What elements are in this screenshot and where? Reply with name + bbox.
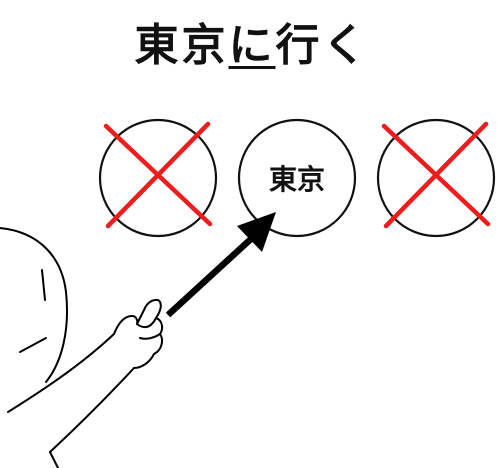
body-edge (49, 451, 59, 468)
face-line (19, 337, 47, 353)
title-particle-underlined: に (228, 20, 276, 71)
page-title: 東京に行く (0, 14, 504, 78)
option-label-tokyo: 東京 (268, 163, 325, 196)
head-outline (0, 227, 68, 383)
cross-mark-icon (103, 121, 213, 229)
title-verb: 行く (275, 20, 370, 71)
option-circle-left (98, 118, 218, 238)
pointing-hand (113, 298, 164, 369)
title-destination: 東京 (134, 20, 229, 71)
finger-crease (139, 333, 161, 340)
finger-crease (136, 317, 157, 329)
arm-upper-edge (7, 333, 115, 413)
pointing-hand-figure (0, 227, 164, 468)
arm-lower-edge (49, 367, 135, 453)
cross-mark-icon (381, 121, 491, 229)
pointing-arrow-icon (165, 212, 276, 318)
option-circle-right (376, 118, 496, 238)
circle-outline (237, 118, 357, 238)
option-circle-tokyo (237, 118, 357, 238)
face-line (41, 269, 46, 301)
